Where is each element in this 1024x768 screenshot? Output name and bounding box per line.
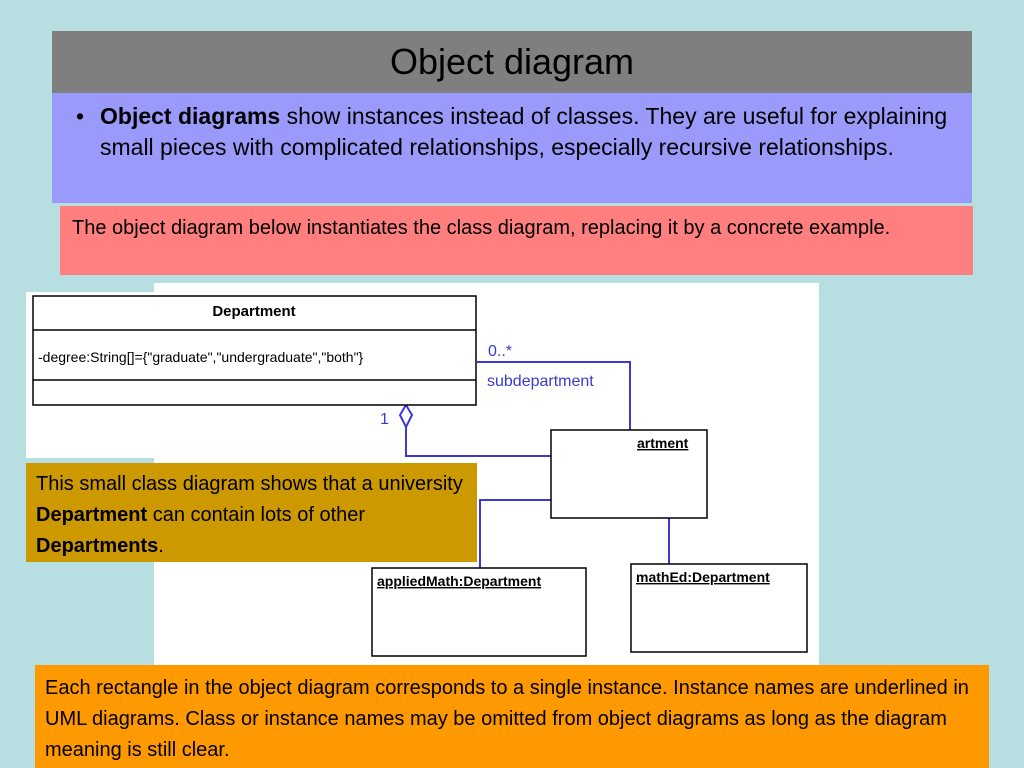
- bullet-bold-term: Object diagrams: [100, 103, 281, 129]
- bullet-body: show instances instead of classes. They …: [100, 103, 948, 160]
- class-note-text-3: .: [158, 535, 164, 557]
- slide-title: Object diagram: [389, 41, 635, 82]
- class-note-bold-2: Departments: [36, 535, 159, 557]
- bullet-item: • Object diagrams show instances instead…: [60, 101, 952, 163]
- class-note-text-2: can contain lots of other: [147, 504, 366, 526]
- title-bar: Object diagram: [52, 31, 972, 93]
- class-note-text-1: This small class diagram shows that a un…: [36, 473, 463, 495]
- class-note-bold-1: Department: [36, 504, 148, 526]
- bullet-box: • Object diagrams show instances instead…: [52, 93, 972, 203]
- bullet-icon: •: [75, 103, 85, 129]
- bullet-text: Object diagrams show instances instead o…: [100, 101, 952, 163]
- class-diagram-note: This small class diagram shows that a un…: [26, 463, 477, 562]
- intro-note: The object diagram below instantiates th…: [60, 206, 973, 275]
- footer-note: Each rectangle in the object diagram cor…: [35, 665, 989, 768]
